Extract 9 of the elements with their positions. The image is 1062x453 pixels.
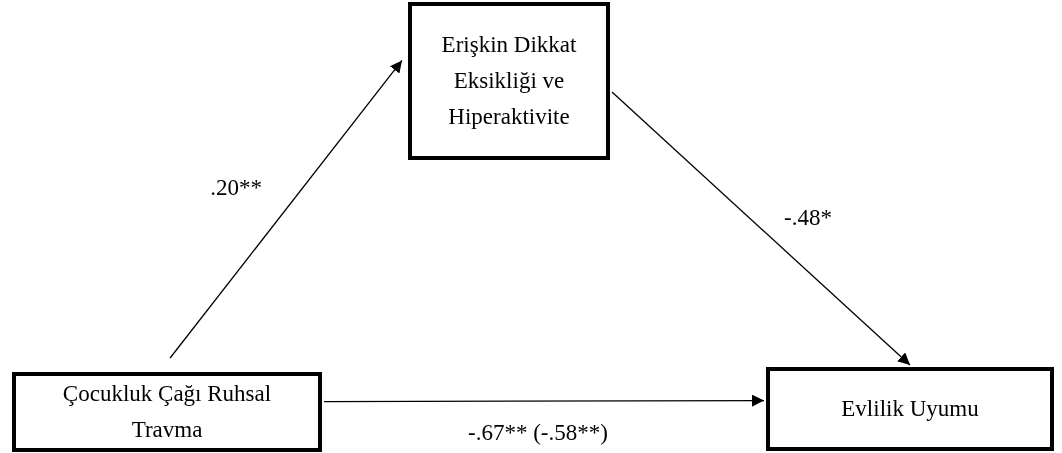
arrow xyxy=(611,91,911,366)
variable-label: Erişkin Dikkat Eksikliği ve Hiperaktivite xyxy=(440,31,578,131)
variable-box xyxy=(766,367,1054,451)
variable-label: Çocukluk Çağı Ruhsal Travma xyxy=(61,380,273,444)
arrow xyxy=(323,394,765,407)
variable-label: Evlilik Uyumu xyxy=(841,395,979,423)
variable-box xyxy=(12,372,322,452)
variable-box xyxy=(408,2,610,160)
arrow xyxy=(169,59,403,359)
